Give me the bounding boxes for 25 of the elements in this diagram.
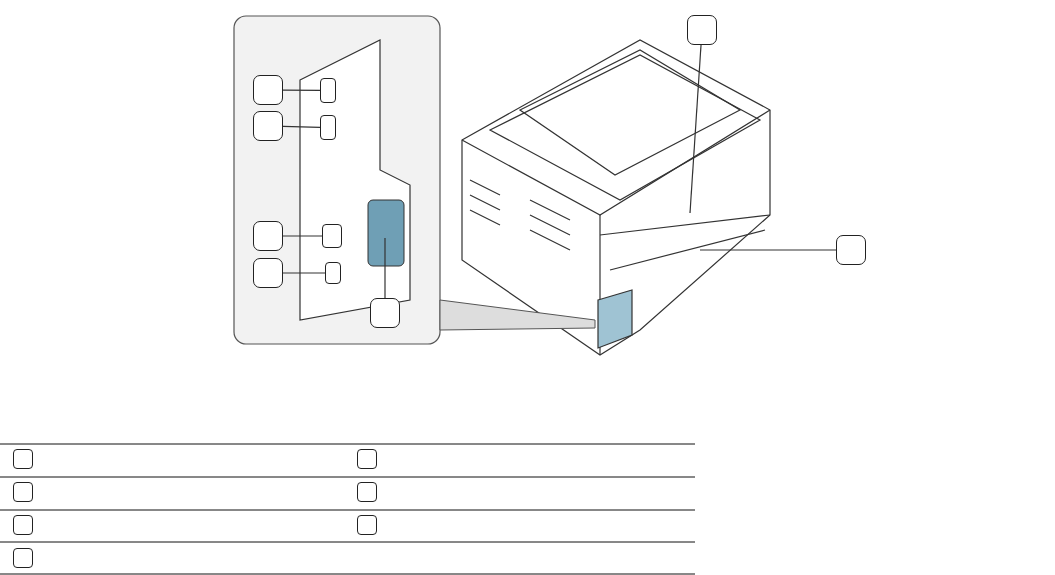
port-socket — [325, 262, 341, 284]
port-socket — [320, 78, 336, 103]
port-socket — [320, 115, 336, 140]
leader-line — [282, 272, 326, 274]
leader-line — [282, 89, 321, 92]
key-box — [357, 482, 377, 502]
key-box — [13, 515, 33, 535]
port-socket — [322, 224, 342, 248]
callout-box — [253, 75, 283, 105]
key-box — [357, 515, 377, 535]
key-box — [13, 548, 33, 568]
callout-box — [687, 15, 717, 45]
key-box — [357, 449, 377, 469]
leader-line — [384, 237, 386, 299]
callout-box — [836, 235, 866, 265]
leader-line — [699, 249, 837, 251]
leader-line — [282, 235, 323, 237]
leader-line — [689, 44, 702, 214]
callout-box — [253, 221, 283, 251]
callout-box — [370, 298, 400, 328]
leader-line — [282, 125, 321, 128]
callout-box — [253, 111, 283, 141]
callout-box — [253, 258, 283, 288]
key-box — [13, 449, 33, 469]
key-box — [13, 482, 33, 502]
